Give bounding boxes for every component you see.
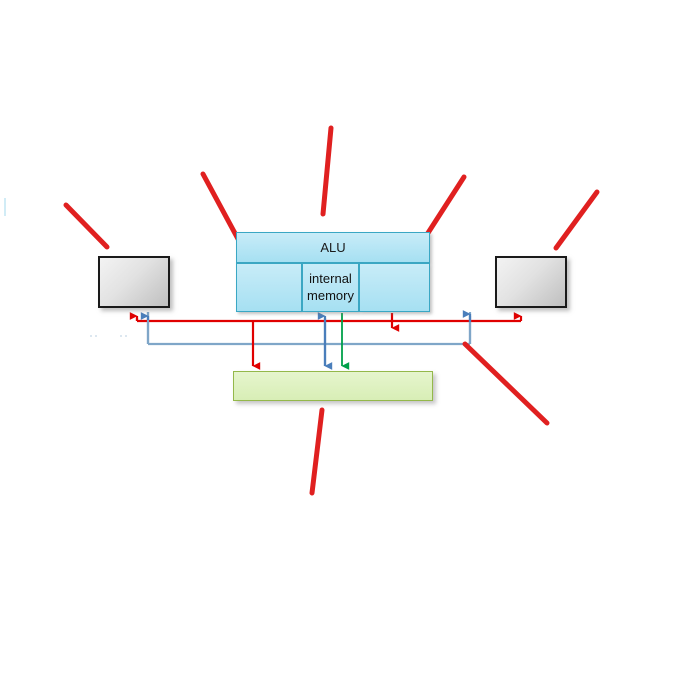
- address-bus: [146, 312, 472, 346]
- alu-cell[interactable]: ALU: [236, 232, 430, 263]
- cpu-register-cell-left[interactable]: [236, 263, 302, 312]
- internal-memory-cell[interactable]: internal memory: [302, 263, 359, 312]
- internal-memory-label-line1: internal: [309, 270, 352, 286]
- cpu-register-cell-right[interactable]: [359, 263, 430, 312]
- annotation-stroke-far-left: [63, 202, 110, 250]
- alu-label: ALU: [320, 240, 346, 255]
- annotation-stroke-lower-right: [462, 341, 550, 426]
- annotation-stroke-top-center: [320, 125, 334, 217]
- annotation-stroke-far-right: [553, 189, 600, 251]
- output-device-box[interactable]: [495, 256, 567, 308]
- annotation-stroke-bottom-center: [309, 407, 325, 496]
- cpu-block[interactable]: ALU internal memory: [236, 232, 430, 312]
- internal-memory-label-line2: memory: [307, 287, 354, 303]
- input-device-box[interactable]: [98, 256, 170, 308]
- faint-artifacts: [4, 198, 128, 337]
- main-memory-box[interactable]: [233, 371, 433, 401]
